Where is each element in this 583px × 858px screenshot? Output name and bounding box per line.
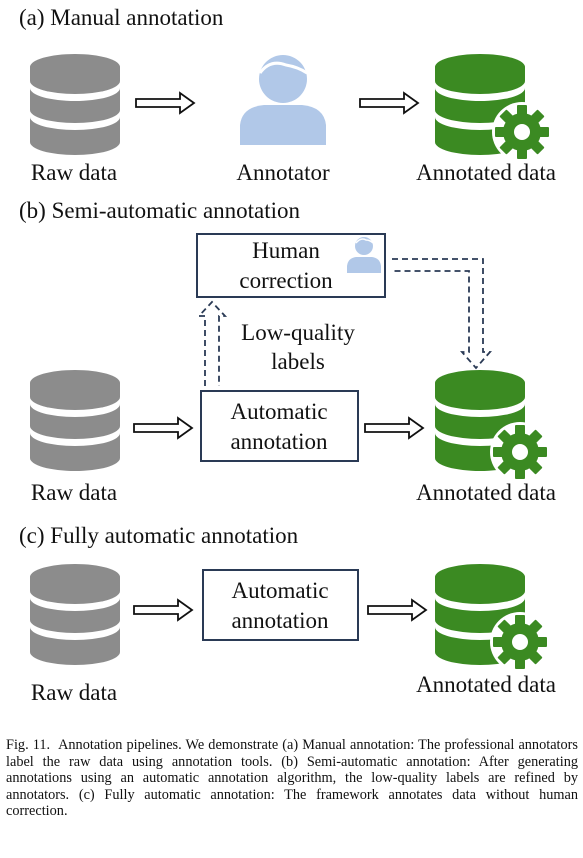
raw-data-database-icon bbox=[30, 564, 120, 665]
annotation-pipelines-diagram: (a) Manual annotation Raw data Annotator… bbox=[19, 5, 556, 705]
automatic-annotation-label-line1: Automatic bbox=[231, 578, 328, 603]
gear-icon bbox=[490, 422, 550, 482]
automatic-annotation-label-line2: annotation bbox=[230, 429, 328, 454]
figure-caption: Fig. 11.Annotation pipelines. We demonst… bbox=[6, 737, 578, 820]
annotated-data-label: Annotated data bbox=[416, 480, 556, 505]
annotated-data-label: Annotated data bbox=[416, 160, 556, 185]
human-correction-label-line2: correction bbox=[239, 268, 333, 293]
section-c-title: (c) Fully automatic annotation bbox=[19, 523, 299, 548]
gear-icon bbox=[492, 102, 552, 162]
correction-to-data-arrow bbox=[392, 258, 492, 370]
automatic-annotation-label-line2: annotation bbox=[231, 608, 329, 633]
raw-data-database-icon bbox=[30, 54, 120, 155]
raw-data-database-icon bbox=[30, 370, 120, 471]
small-person-icon bbox=[347, 237, 381, 273]
figure-label: Fig. 11. bbox=[6, 737, 51, 753]
arrow-icon bbox=[364, 417, 424, 439]
arrow-icon bbox=[367, 599, 427, 621]
raw-data-label: Raw data bbox=[31, 680, 117, 705]
automatic-annotation-box bbox=[200, 390, 359, 462]
gear-icon bbox=[490, 612, 550, 672]
low-quality-labels-line2: labels bbox=[271, 349, 325, 374]
section-b-title: (b) Semi-automatic annotation bbox=[19, 198, 301, 223]
arrow-icon bbox=[133, 599, 193, 621]
human-correction-label-line1: Human bbox=[252, 238, 320, 263]
automatic-annotation-label-line1: Automatic bbox=[230, 399, 327, 424]
automatic-annotation-box bbox=[202, 569, 359, 641]
raw-data-label: Raw data bbox=[31, 480, 117, 505]
caption-text: Annotation pipelines. We demonstrate (a)… bbox=[6, 737, 578, 820]
arrow-icon bbox=[359, 92, 419, 114]
raw-data-label: Raw data bbox=[31, 160, 117, 185]
annotator-label: Annotator bbox=[236, 160, 330, 185]
low-quality-feedback-arrow bbox=[196, 300, 228, 386]
low-quality-labels-line1: Low-quality bbox=[241, 320, 355, 345]
arrow-icon bbox=[135, 92, 195, 114]
section-a-title: (a) Manual annotation bbox=[19, 5, 224, 30]
annotated-data-label: Annotated data bbox=[416, 672, 556, 697]
annotator-person-icon bbox=[238, 53, 328, 147]
arrow-icon bbox=[133, 417, 193, 439]
